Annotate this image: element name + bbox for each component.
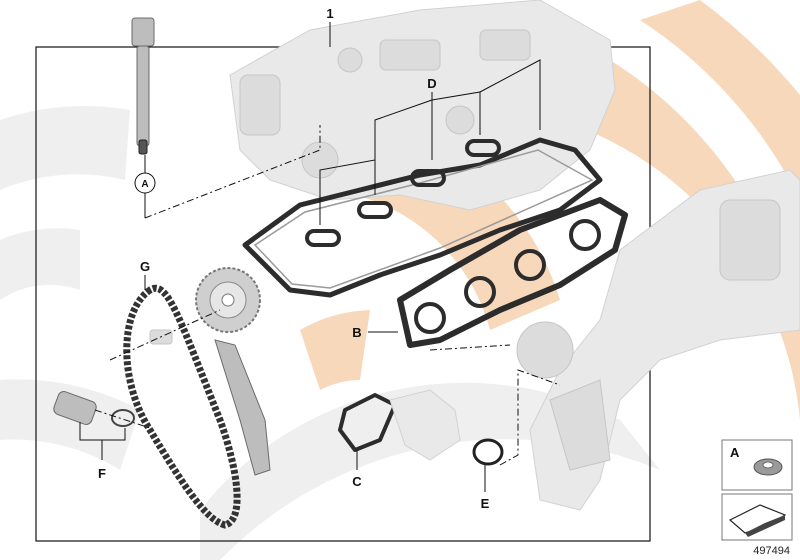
camshaft-sprocket [195,267,261,333]
vacuum-pump [389,389,461,461]
label-g: G [140,259,150,274]
timing-chain [123,284,241,529]
label-a: A [141,179,148,190]
flange-gasket [338,393,397,452]
label-f: F [98,466,106,481]
label-c: C [352,474,362,489]
label-b: B [352,325,361,340]
valve-cover-gasket [242,137,603,298]
o-ring [472,438,504,466]
label-e: E [481,496,490,511]
fuel-injector [131,17,155,155]
legend-box: A [721,439,793,541]
intake-manifold [516,169,800,511]
intake-manifold-gasket [397,197,628,348]
reference-number: 497494 [753,545,790,557]
leader-lines [79,22,561,492]
label-1: 1 [326,6,333,21]
label-a-circle [134,172,156,194]
injector-seals [305,139,501,247]
chain-tensioner [53,391,135,427]
label-d: D [427,76,436,91]
legend-label-a: A [730,445,740,460]
cylinder-head-cover [229,0,616,211]
